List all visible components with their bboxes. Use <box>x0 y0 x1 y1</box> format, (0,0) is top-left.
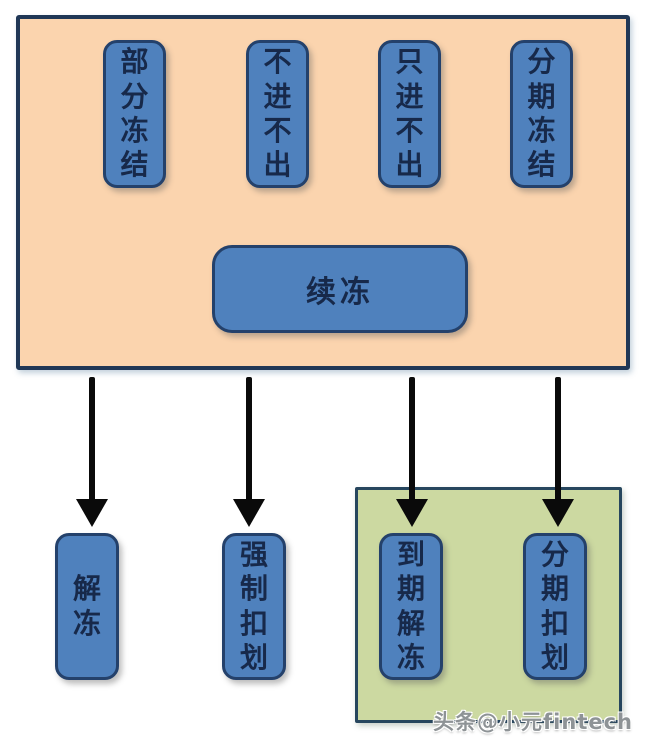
node-installment-deduction: 分期扣划 <box>523 533 587 680</box>
node-continue-freeze: 续冻 <box>212 245 468 333</box>
node-installment-freeze-label: 分期冻结 <box>527 45 556 182</box>
node-continue-freeze-label: 续冻 <box>306 275 374 310</box>
node-unfreeze: 解冻 <box>55 533 119 680</box>
node-only-in-no-out: 只进不出 <box>378 40 441 188</box>
node-no-in-no-out: 不进不出 <box>246 40 309 188</box>
node-only-in-no-out-label: 只进不出 <box>395 45 424 182</box>
arrow-down-icon <box>542 377 574 527</box>
node-partial-freeze-label: 部分冻结 <box>120 45 149 182</box>
arrow-shaft <box>89 377 95 501</box>
arrow-head <box>396 499 428 527</box>
watermark-text: 头条@小元fintech <box>433 710 633 734</box>
node-installment-deduction-label: 分期扣划 <box>540 537 569 674</box>
node-no-in-no-out-label: 不进不出 <box>263 45 292 182</box>
node-expiry-unfreeze: 到期解冻 <box>379 533 443 680</box>
arrow-head <box>542 499 574 527</box>
node-partial-freeze: 部分冻结 <box>103 40 166 188</box>
arrow-shaft <box>555 377 561 501</box>
node-expiry-unfreeze-label: 到期解冻 <box>396 537 425 674</box>
arrow-down-icon <box>76 377 108 527</box>
node-forced-deduction-label: 强制扣划 <box>239 537 268 674</box>
arrow-down-icon <box>233 377 265 527</box>
arrow-head <box>76 499 108 527</box>
node-unfreeze-label: 解冻 <box>72 572 101 640</box>
arrow-shaft <box>409 377 415 501</box>
node-forced-deduction: 强制扣划 <box>222 533 286 680</box>
arrow-head <box>233 499 265 527</box>
arrow-down-icon <box>396 377 428 527</box>
node-installment-freeze: 分期冻结 <box>510 40 573 188</box>
arrow-shaft <box>246 377 252 501</box>
